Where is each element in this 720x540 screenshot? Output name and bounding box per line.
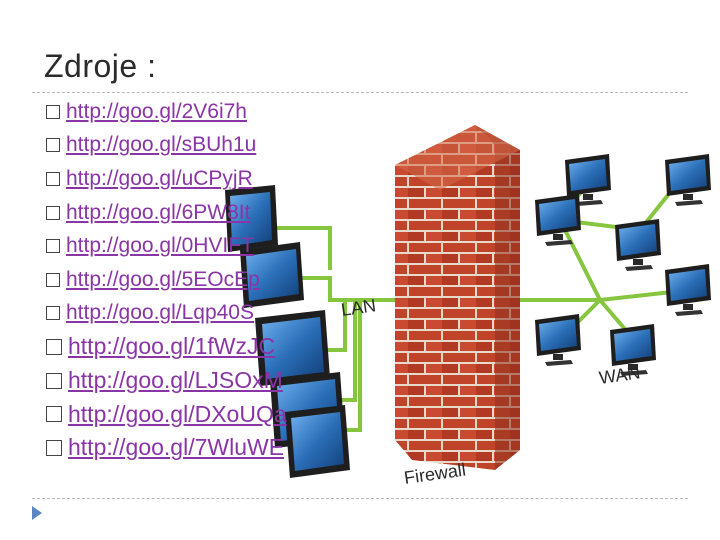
lan-monitors	[225, 185, 350, 478]
source-link[interactable]: http://goo.gl/uCPyjR	[66, 166, 253, 190]
list-item: http://goo.gl/Lqp40S	[46, 297, 287, 331]
bullet-icon	[46, 272, 60, 287]
list-item: http://goo.gl/5EOcEp	[46, 263, 287, 297]
firewall-wall	[395, 125, 520, 470]
list-item: http://goo.gl/DXoUQa	[46, 397, 287, 431]
source-link[interactable]: http://goo.gl/6PW8It	[66, 200, 251, 224]
list-item: http://goo.gl/uCPyjR	[46, 162, 287, 196]
source-link[interactable]: http://goo.gl/1fWzJC	[68, 333, 276, 360]
list-item: http://goo.gl/2V6i7h	[46, 95, 287, 129]
bullet-icon	[46, 406, 62, 423]
list-item: http://goo.gl/7WluWE	[46, 431, 287, 465]
bullet-icon	[46, 205, 60, 220]
list-item: http://goo.gl/1fWzJC	[46, 330, 287, 364]
firewall-label: Firewall	[403, 460, 467, 488]
source-link[interactable]: http://goo.gl/sBUh1u	[66, 133, 257, 157]
title-divider	[32, 92, 688, 93]
bullet-icon	[46, 104, 60, 119]
list-item: http://goo.gl/0HVIFT	[46, 229, 287, 263]
source-link[interactable]: http://goo.gl/7WluWE	[68, 434, 285, 461]
bullet-icon	[46, 171, 60, 186]
source-link[interactable]: http://goo.gl/5EOcEp	[66, 267, 260, 291]
slide-title: Zdroje :	[44, 48, 157, 84]
source-link[interactable]: http://goo.gl/2V6i7h	[66, 99, 247, 123]
wan-label: WAN	[598, 362, 642, 388]
source-link[interactable]: http://goo.gl/LJSOxM	[68, 367, 283, 394]
list-item: http://goo.gl/sBUh1u	[46, 129, 287, 163]
bullet-icon	[46, 306, 60, 321]
list-item: http://goo.gl/LJSOxM	[46, 364, 287, 398]
bullet-icon	[46, 338, 62, 355]
bullet-icon	[46, 239, 60, 254]
bullet-icon	[46, 372, 62, 389]
list-item: http://goo.gl/6PW8It	[46, 196, 287, 230]
source-link[interactable]: http://goo.gl/DXoUQa	[68, 400, 287, 427]
footer-divider	[32, 498, 688, 499]
bullet-icon	[46, 439, 62, 456]
source-links-list: http://goo.gl/2V6i7h http://goo.gl/sBUh1…	[46, 95, 287, 465]
source-link[interactable]: http://goo.gl/Lqp40S	[66, 301, 254, 325]
bullet-icon	[46, 138, 60, 153]
source-link[interactable]: http://goo.gl/0HVIFT	[66, 234, 254, 258]
next-slide-arrow-icon[interactable]	[32, 506, 42, 520]
lan-label: LAN	[340, 295, 377, 320]
